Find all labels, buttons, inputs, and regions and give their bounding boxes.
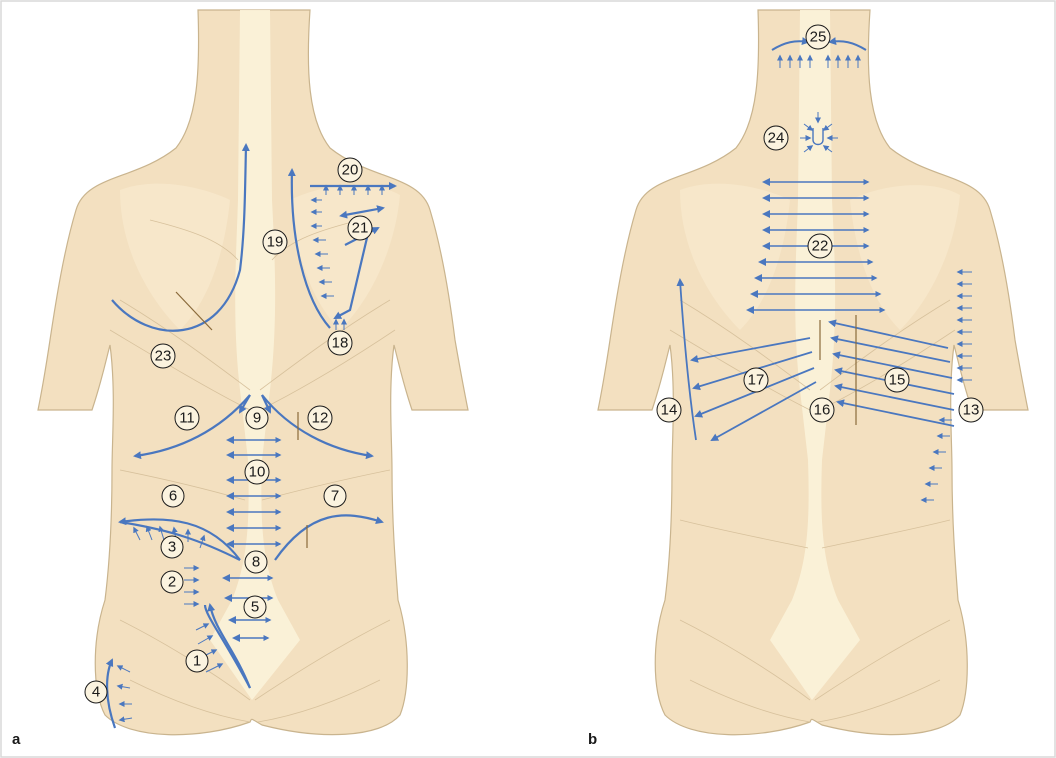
svg-text:6: 6 [169,488,177,505]
svg-text:8: 8 [252,554,260,571]
svg-text:5: 5 [251,599,259,616]
badge-19: 19 [263,230,287,254]
svg-text:19: 19 [267,234,284,251]
svg-text:14: 14 [661,402,678,419]
svg-text:21: 21 [352,220,369,237]
svg-text:12: 12 [312,410,329,427]
badge-6: 6 [162,485,184,507]
badge-11: 11 [175,406,199,430]
badge-5: 5 [244,596,266,618]
badge-13: 13 [959,398,983,422]
badge-8: 8 [245,551,267,573]
badge-1: 1 [186,650,208,672]
svg-text:17: 17 [748,372,765,389]
badge-22: 22 [808,234,832,258]
badge-3: 3 [161,536,183,558]
badge-16: 16 [810,398,834,422]
svg-text:3: 3 [168,539,176,556]
badge-9: 9 [246,407,268,429]
svg-text:9: 9 [253,410,261,427]
badge-12: 12 [308,406,332,430]
badge-21: 21 [348,216,372,240]
svg-text:22: 22 [812,238,829,255]
svg-text:24: 24 [768,130,785,147]
badge-24: 24 [764,126,788,150]
badge-25: 25 [806,25,830,49]
svg-text:20: 20 [342,162,359,179]
badge-7: 7 [324,485,346,507]
badge-10: 10 [245,460,269,484]
badge-20: 20 [338,158,362,182]
svg-text:10: 10 [249,464,266,481]
svg-text:25: 25 [810,29,827,46]
svg-text:2: 2 [168,574,176,591]
svg-text:18: 18 [332,335,349,352]
svg-text:1: 1 [193,653,201,670]
svg-text:4: 4 [92,684,100,701]
svg-text:11: 11 [179,410,195,427]
svg-text:15: 15 [889,372,906,389]
badge-15: 15 [885,368,909,392]
svg-text:7: 7 [331,488,339,505]
badge-18: 18 [328,331,352,355]
svg-text:23: 23 [155,348,172,365]
badge-2: 2 [161,571,183,593]
panel-label-a: a [12,731,21,748]
svg-text:13: 13 [963,402,980,419]
badge-17: 17 [744,368,768,392]
svg-text:16: 16 [814,402,831,419]
badge-4: 4 [85,681,107,703]
panel-label-b: b [588,731,597,748]
badge-14: 14 [657,398,681,422]
badge-23: 23 [151,344,175,368]
